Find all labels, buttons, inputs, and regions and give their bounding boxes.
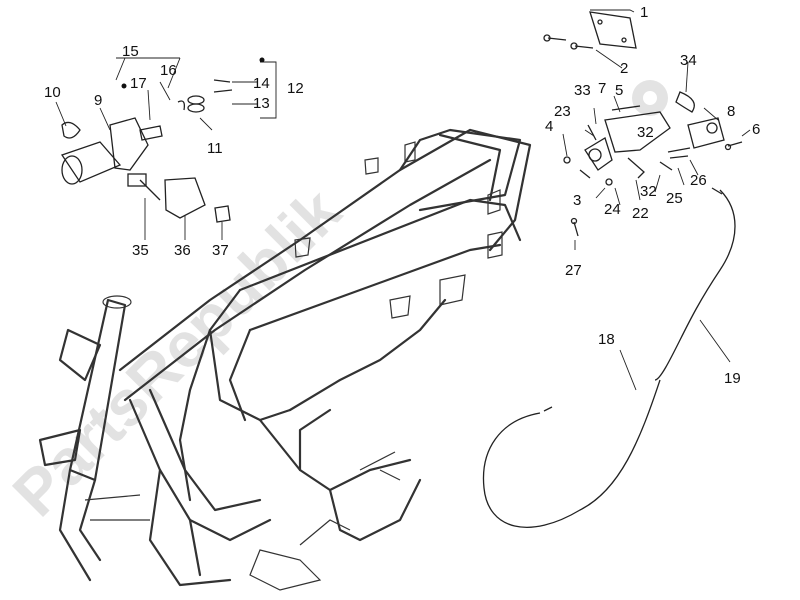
callout-label-18: 18 [598,331,615,348]
callout-label-3: 3 [573,192,581,209]
callout-label-11: 11 [207,140,223,157]
cable-19 [654,187,736,381]
callout-label-32a: 32 [637,124,654,141]
callout-label-17: 17 [130,75,147,92]
scooter-frame [38,128,532,591]
callout-label-24: 24 [604,201,621,218]
callout-label-33: 33 [574,82,591,99]
part-35-36-37-bracket [127,173,231,223]
callout-label-1: 1 [640,4,648,21]
callout-label-34: 34 [680,52,697,69]
watermark: PartsRepublik [0,174,354,529]
callout-label-26: 26 [690,172,707,189]
callout-label-9: 9 [94,92,102,109]
callout-label-23: 23 [554,103,571,120]
saddle-lock-assembly [563,105,671,186]
callout-dot [259,57,265,63]
part-8-lock [687,117,725,149]
callout-label-15: 15 [122,43,139,60]
part-6-screw [724,141,743,151]
callout-label-6: 6 [752,121,760,138]
callout-label-13: 13 [253,95,270,112]
callout-label-7: 7 [598,80,606,97]
callout-label-36: 36 [174,242,191,259]
callout-label-25: 25 [666,190,683,207]
part-25-26-spring [659,147,691,171]
callout-label-4: 4 [545,118,553,135]
part-34-clamp [675,91,695,113]
callout-label-19: 19 [724,370,741,387]
callout-label-8: 8 [727,103,735,120]
callout-dot [121,83,127,89]
callout-label-12: 12 [287,80,304,97]
callout-label-37: 37 [212,242,229,259]
ignition-lock-assembly [60,79,233,185]
callout-labels: 1234567891011121314151617181922232425262… [44,4,760,387]
leader-lines [55,9,751,391]
cable-18 [482,379,661,528]
callout-label-5: 5 [615,82,623,99]
callout-label-35: 35 [132,242,149,259]
callout-label-10: 10 [44,84,61,101]
callout-label-2: 2 [620,60,628,77]
watermark-gear-icon [632,80,668,116]
part-1-plate [589,11,637,49]
callout-label-14: 14 [253,75,270,92]
watermark-text: PartsRepublik [0,174,354,529]
part-27-screw [570,217,579,237]
callout-label-16: 16 [160,62,177,79]
callout-label-22: 22 [632,205,649,222]
part-2-screws [543,34,594,50]
callout-label-32b: 32 [640,183,657,200]
callout-label-27: 27 [565,262,582,279]
